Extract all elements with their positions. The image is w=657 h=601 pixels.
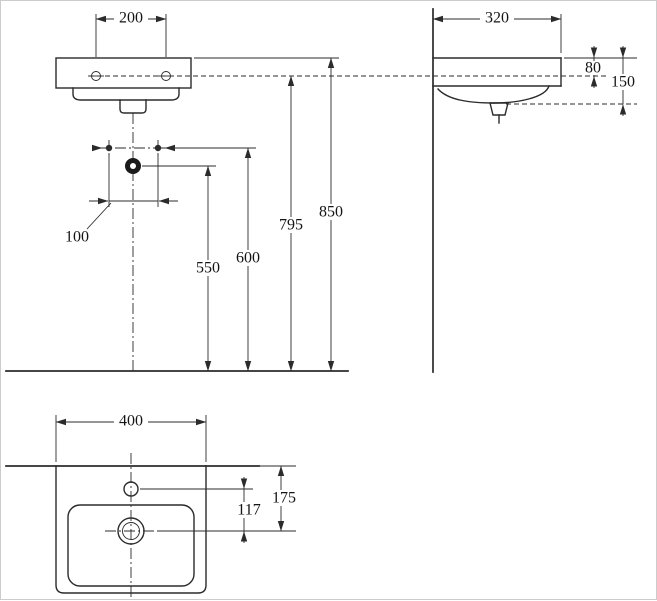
tap-hole-right — [154, 144, 162, 152]
dim-rim-to-fixing-label: 80 — [585, 60, 601, 77]
drain-stub-front — [119, 99, 147, 114]
dim-rim-to-bottom-label: 150 — [611, 74, 635, 91]
dim-drain-height-label: 550 — [196, 260, 220, 277]
fixing-hole-left — [88, 71, 104, 81]
dim-tap-height-label: 600 — [236, 250, 260, 267]
dim-hole-spacing-label: 200 — [119, 10, 143, 27]
fixing-hole-right — [158, 71, 174, 81]
dim-150-label-bg — [607, 74, 640, 90]
dim-tap-spacing-label: 100 — [65, 229, 89, 246]
dim-117-label-bg — [232, 502, 266, 518]
dim-wall-to-drain-label: 175 — [272, 490, 296, 507]
side-view: 320 80 150 — [432, 8, 640, 373]
basin-bowl-side — [437, 85, 550, 104]
dim-850-label-bg — [314, 204, 348, 220]
top-view: 400 117 175 — [5, 413, 301, 600]
tap-hole-left — [105, 144, 113, 152]
tap-holes-group — [92, 140, 175, 157]
dim-200-label-bg — [114, 10, 148, 26]
dim-320-label-bg — [480, 10, 514, 26]
basin-body-front — [72, 87, 180, 101]
drain-hole-front-center — [130, 163, 136, 169]
dim-175-label-bg — [267, 490, 301, 506]
dim-fixing-height-label: 795 — [279, 217, 303, 234]
dim-400-label-bg — [114, 413, 148, 429]
dim-550-label-bg — [191, 260, 225, 276]
dim-600-label-bg — [231, 250, 265, 266]
front-view: 200 100 550 600 795 850 — [5, 10, 609, 373]
dim-80-label-bg — [581, 61, 606, 75]
dim-depth-label: 320 — [485, 10, 509, 27]
dim-rim-height-label: 850 — [319, 204, 343, 221]
basin-rim-front — [55, 57, 192, 89]
dim-tap-to-drain-label: 117 — [237, 502, 260, 519]
dim-100-leader — [86, 202, 112, 230]
drain-fitting-side — [489, 102, 509, 116]
dim-795-label-bg — [274, 217, 308, 233]
dim-width-label: 400 — [119, 413, 143, 430]
